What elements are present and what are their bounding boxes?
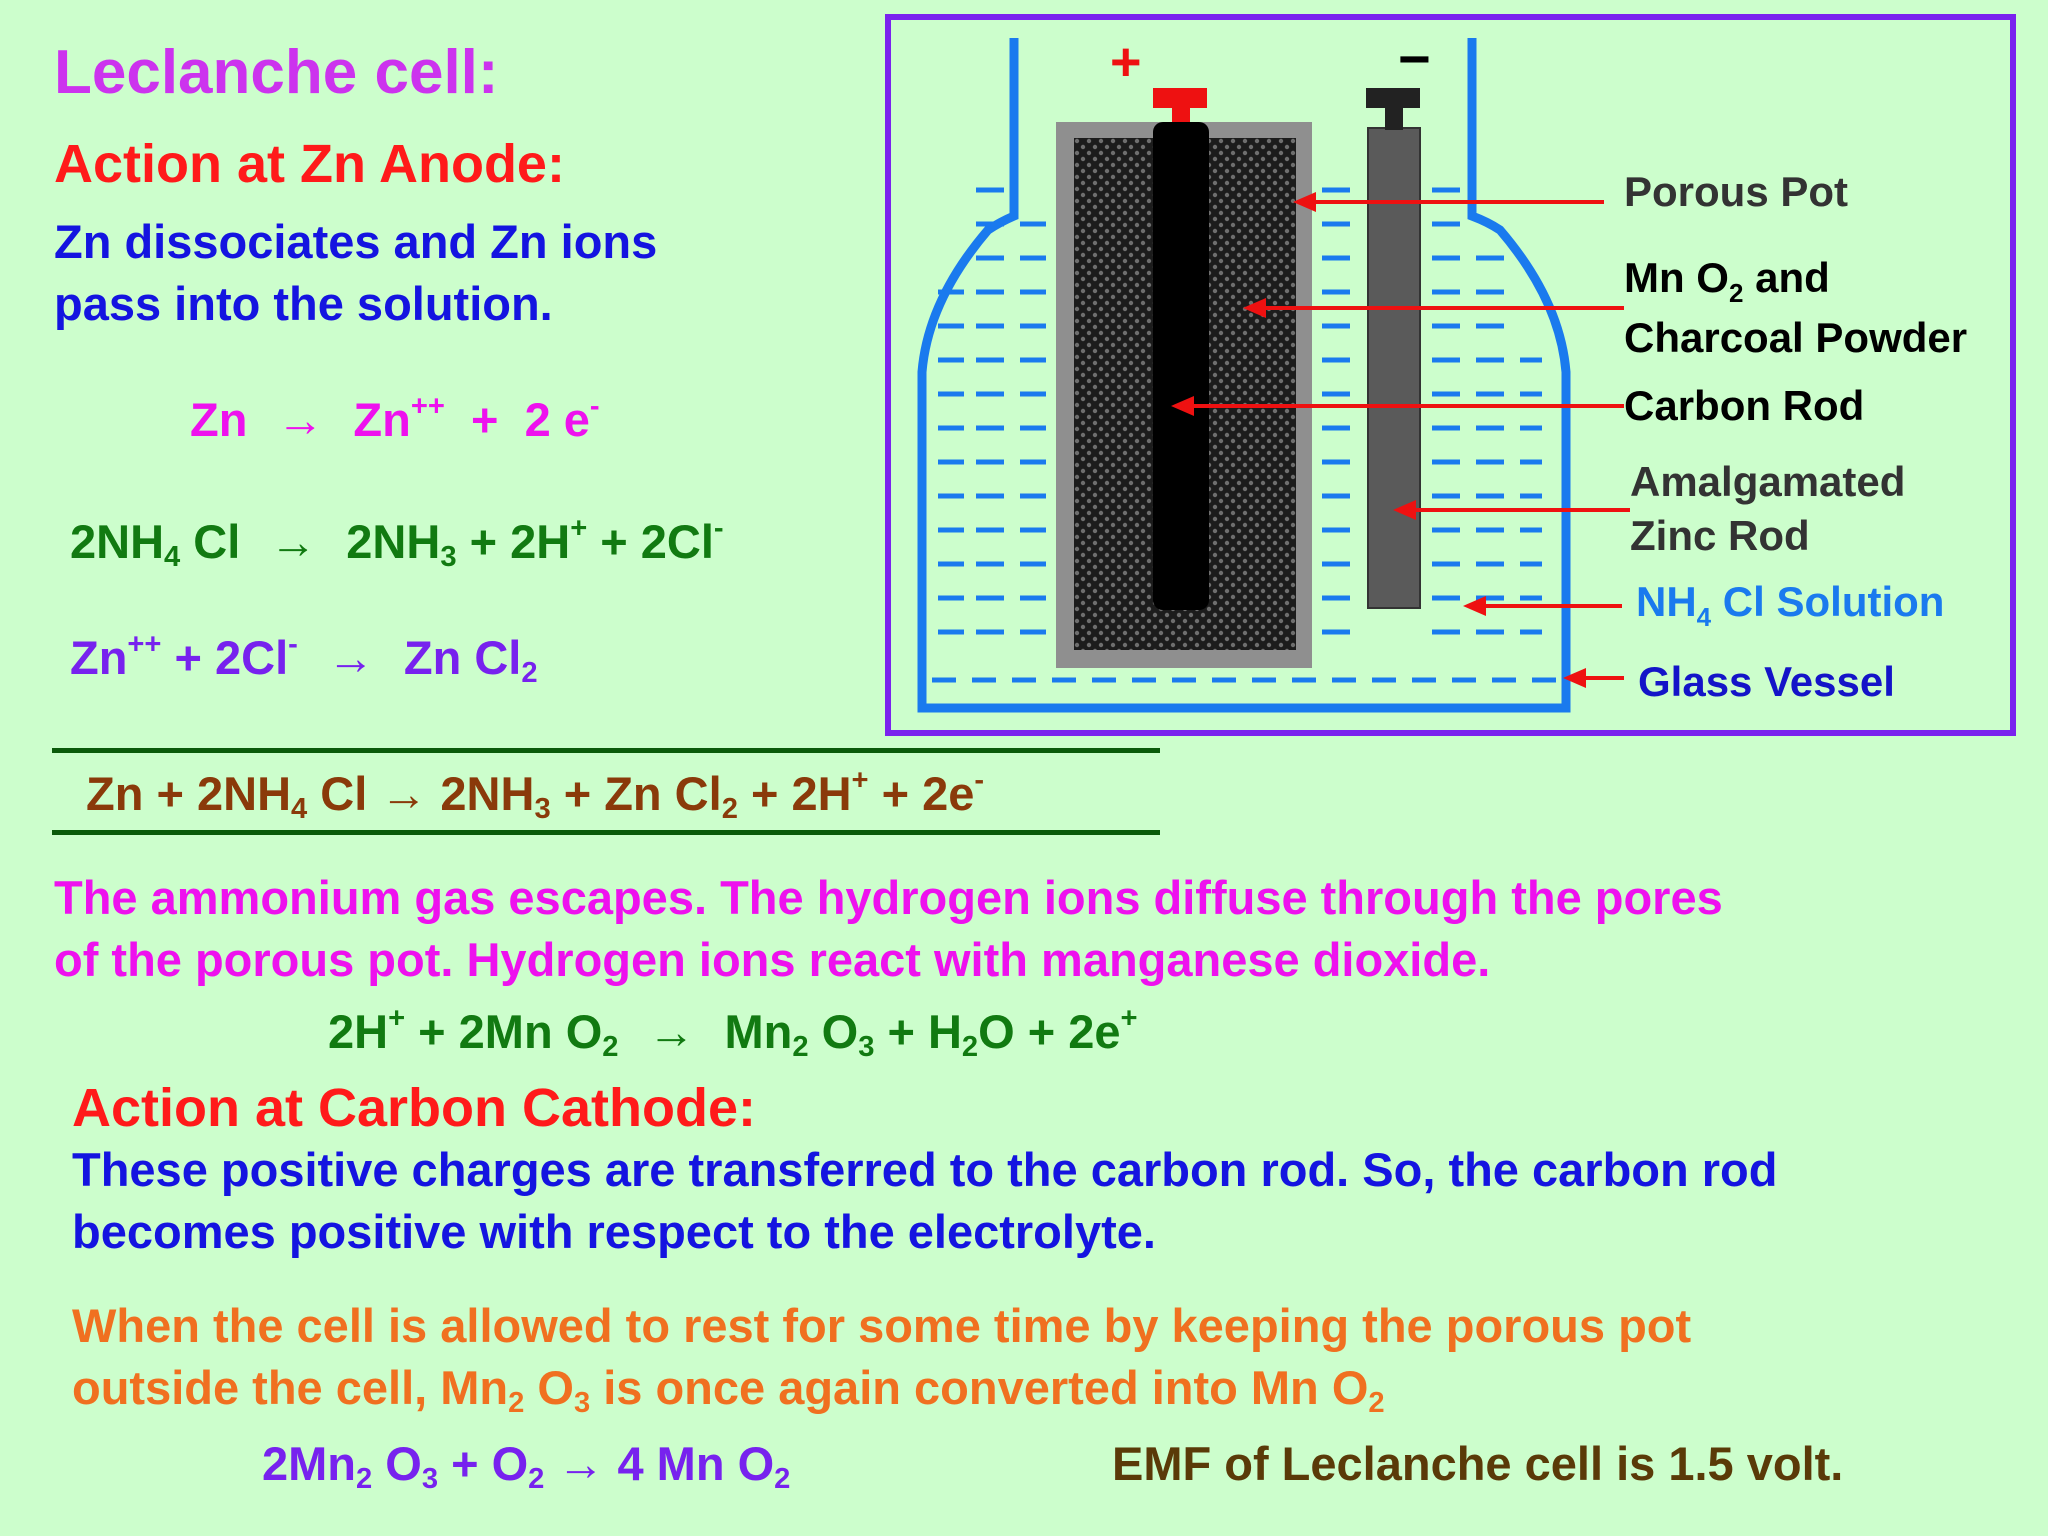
equation-zncl2-formation: Zn++ + 2Cl- → Zn Cl2 — [70, 628, 538, 690]
label-nh4cl-solution: NH4 Cl Solution — [1636, 578, 1944, 632]
label-mno2: Mn O2 and — [1624, 254, 1830, 308]
amalgamated-zinc-rod — [1367, 127, 1421, 609]
rest-text-line-1: When the cell is allowed to rest for som… — [72, 1299, 1692, 1352]
plus-sign: + — [1110, 32, 1142, 92]
net-equation-bottom-rule — [52, 830, 1160, 835]
anode-text-line-2: pass into the solution. — [54, 277, 553, 330]
label-charcoal-powder: Charcoal Powder — [1624, 314, 1967, 361]
rest-text-line-2: outside the cell, Mn2 O3 is once again c… — [72, 1361, 1385, 1420]
carbon-rod — [1153, 122, 1209, 610]
label-zinc-rod: Zinc Rod — [1630, 512, 1810, 559]
cathode-heading: Action at Carbon Cathode: — [72, 1078, 756, 1138]
label-carbon-rod: Carbon Rod — [1624, 382, 1864, 429]
positive-terminal-cap — [1153, 88, 1207, 108]
negative-terminal-cap — [1366, 88, 1420, 108]
equation-nh4cl-dissociation: 2NH4 Cl → 2NH3 + 2H+ + 2Cl- — [70, 512, 724, 574]
nh4cl-solution — [932, 187, 1556, 683]
minus-sign: − — [1398, 27, 1431, 90]
label-amalgamated: Amalgamated — [1630, 458, 1905, 505]
equation-zn-oxidation: Zn → Zn++ + 2 e- — [190, 390, 600, 446]
cathode-text-line-2: becomes positive with respect to the ele… — [72, 1205, 1156, 1258]
label-pointers — [1171, 191, 1630, 689]
positive-terminal-stem — [1172, 104, 1190, 122]
equation-mno2-reduction: 2H+ + 2Mn O2 → Mn2 O3 + H2O + 2e+ — [328, 1002, 1138, 1064]
anode-heading: Action at Zn Anode: — [54, 134, 565, 194]
gas-text-line-1: The ammonium gas escapes. The hydrogen i… — [54, 871, 1723, 924]
gas-text-line-2: of the porous pot. Hydrogen ions react w… — [54, 933, 1491, 986]
glass-vessel — [917, 38, 1571, 713]
emf-text: EMF of Leclanche cell is 1.5 volt. — [1112, 1437, 1844, 1490]
diagram-frame — [885, 14, 2016, 736]
cathode-text-line-1: These positive charges are transferred t… — [72, 1143, 1778, 1196]
label-glass-vessel: Glass Vessel — [1638, 658, 1895, 705]
equation-mn2o3-oxidation: 2Mn2 O3 + O2 → 4 Mn O2 — [262, 1437, 791, 1496]
page-title: Leclanche cell: — [54, 38, 499, 107]
label-porous-pot: Porous Pot — [1624, 168, 1848, 215]
negative-terminal-stem — [1385, 104, 1403, 130]
anode-text-line-1: Zn dissociates and Zn ions — [54, 215, 658, 268]
net-equation: Zn + 2NH4 Cl → 2NH3 + Zn Cl2 + 2H+ + 2e- — [86, 764, 985, 826]
net-equation-top-rule — [52, 748, 1160, 753]
